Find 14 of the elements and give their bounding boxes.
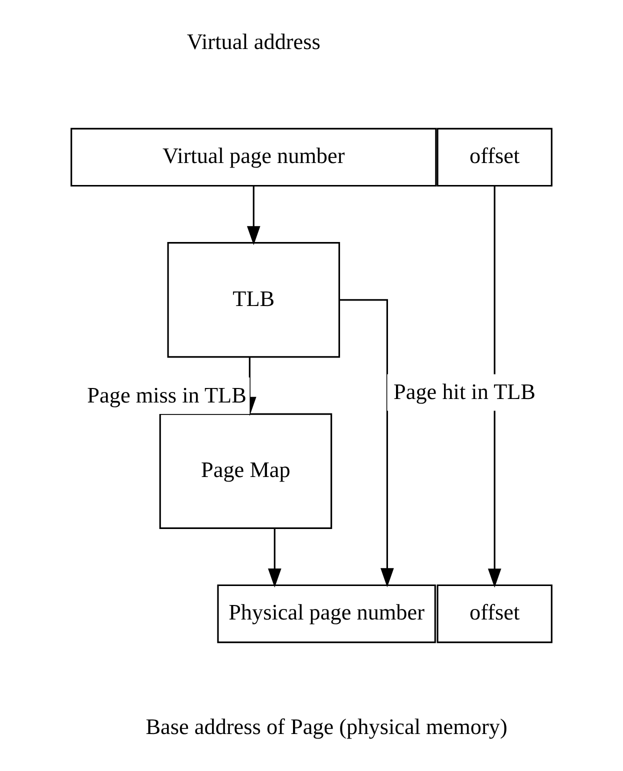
arrow (246, 186, 260, 246)
arrow (488, 186, 502, 588)
label: Virtual address (186, 28, 320, 54)
node-box: offset (436, 128, 552, 187)
arrow (340, 299, 394, 588)
node-box: TLB (167, 242, 340, 358)
node-box: Physical page number (217, 584, 436, 644)
node-box: Page Map (159, 413, 332, 529)
arrow (268, 528, 282, 588)
edge-label: Page miss in TLB (87, 382, 246, 408)
node-box: offset (436, 584, 552, 644)
edge-label: Page hit in TLB (394, 379, 536, 404)
label: Base address of Page (physical memory) (146, 714, 508, 739)
node-box: Virtual page number (70, 128, 437, 187)
